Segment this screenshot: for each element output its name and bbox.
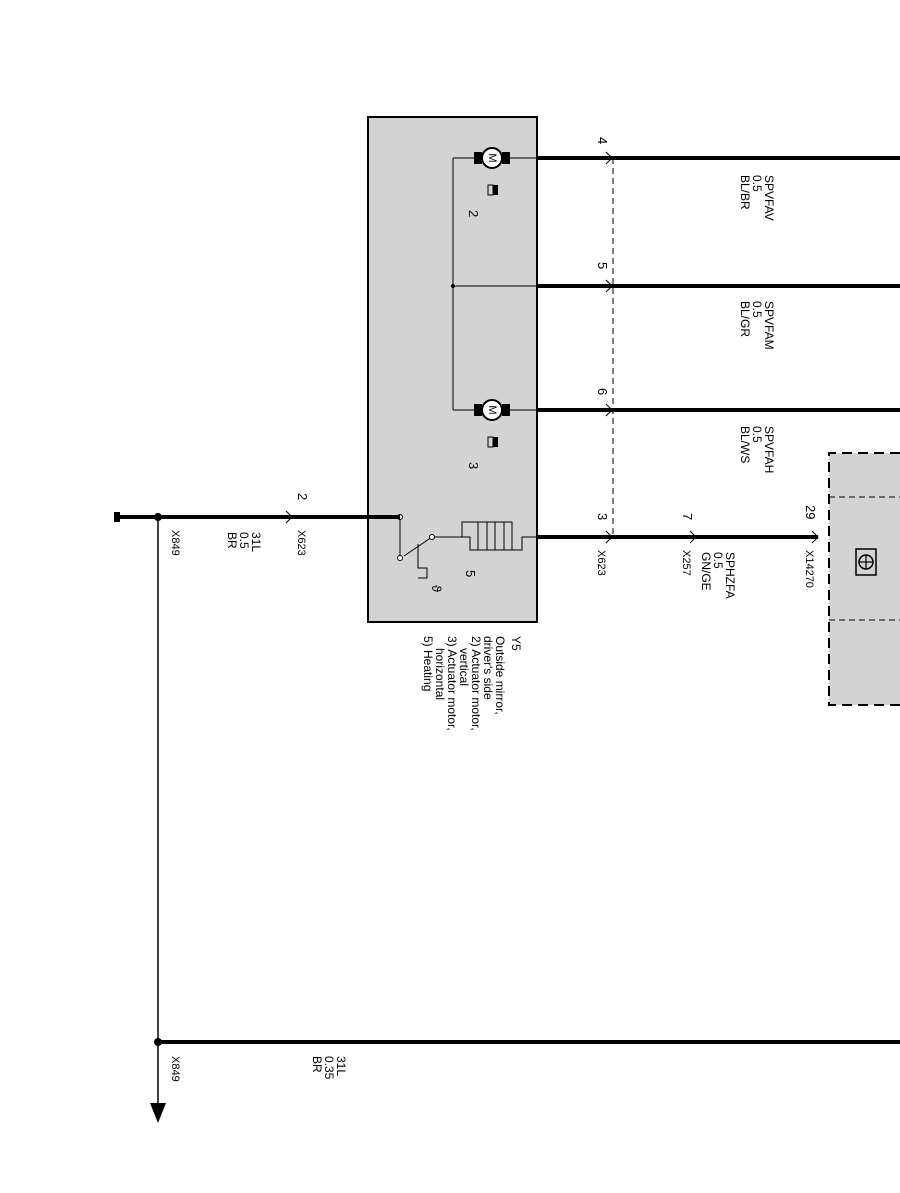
heater-number: 5 bbox=[463, 570, 478, 577]
svg-text:SPVFAH: SPVFAH bbox=[762, 426, 776, 473]
ground-wire-label: 31L 0.5 BR bbox=[225, 532, 263, 552]
svg-text:0.5: 0.5 bbox=[750, 301, 764, 318]
svg-text:0.5: 0.5 bbox=[711, 552, 725, 569]
svg-text:driver's side: driver's side bbox=[481, 636, 495, 700]
pin-3-number: 3 bbox=[595, 513, 610, 520]
bottom-wire-label: 31L 0.35 BR bbox=[310, 1056, 348, 1080]
svg-text:SPVFAM: SPVFAM bbox=[762, 301, 776, 350]
svg-text:0.35: 0.35 bbox=[322, 1056, 336, 1080]
pin-2-number: 2 bbox=[295, 493, 310, 500]
pin-5-number: 5 bbox=[595, 262, 610, 269]
svg-text:31L: 31L bbox=[334, 1056, 348, 1076]
svg-text:3) Actuator motor,: 3) Actuator motor, bbox=[445, 636, 459, 731]
pin-6-number: 6 bbox=[595, 388, 610, 395]
svg-text:Outside mirror,: Outside mirror, bbox=[493, 636, 507, 715]
motor-3-label: M bbox=[486, 405, 498, 414]
svg-text:GN/GE: GN/GE bbox=[699, 552, 713, 591]
svg-text:31L: 31L bbox=[249, 532, 263, 552]
thermostat-symbol: ϑ bbox=[429, 585, 444, 593]
svg-text:5) Heating: 5) Heating bbox=[421, 636, 435, 691]
svg-text:vertical: vertical bbox=[457, 648, 471, 686]
motor-2-number: 2 bbox=[466, 210, 481, 217]
svg-text:2) Actuator motor,: 2) Actuator motor, bbox=[469, 636, 483, 731]
connector-x623-right: X623 bbox=[595, 550, 607, 576]
svg-text:horizontal: horizontal bbox=[433, 648, 447, 700]
svg-text:SPVFAV: SPVFAV bbox=[762, 175, 776, 221]
svg-text:0.5: 0.5 bbox=[750, 426, 764, 443]
svg-text:0.5: 0.5 bbox=[750, 175, 764, 192]
svg-text:BL/WS: BL/WS bbox=[738, 426, 752, 463]
pin-4-number: 4 bbox=[595, 137, 610, 144]
svg-text:SPHZFA: SPHZFA bbox=[723, 552, 737, 599]
control-unit-symbol-icon bbox=[855, 548, 877, 576]
splice-x849-label-bottom: X849 bbox=[169, 1056, 181, 1082]
motor-2-symbol: M bbox=[474, 147, 537, 196]
arrow-down-icon bbox=[150, 1103, 166, 1123]
svg-text:BR: BR bbox=[225, 532, 239, 549]
connector-x257: X257 bbox=[680, 550, 692, 576]
component-y5-description: Y5 Outside mirror, driver's side 2) Actu… bbox=[421, 636, 523, 731]
connector-x623-left: X623 bbox=[295, 530, 307, 556]
pin-7-number: 7 bbox=[680, 513, 695, 520]
motor-2-label: M bbox=[486, 153, 498, 162]
motor-3-number: 3 bbox=[466, 462, 481, 469]
svg-text:0.5: 0.5 bbox=[237, 532, 251, 549]
heater-wire-label: SPHZFA 0.5 GN/GE bbox=[699, 552, 737, 599]
svg-text:BL/GR: BL/GR bbox=[738, 301, 752, 337]
wire-4-label: SPVFAV 0.5 BL/BR bbox=[738, 175, 776, 221]
wire-6-label: SPVFAH 0.5 BL/WS bbox=[738, 426, 776, 473]
svg-text:BR: BR bbox=[310, 1056, 324, 1073]
pin-29-number: 29 bbox=[803, 505, 818, 519]
heater-element bbox=[461, 521, 537, 551]
splice-x849-label-top: X849 bbox=[169, 530, 181, 556]
control-unit-box bbox=[829, 453, 900, 705]
connector-x14270: X14270 bbox=[803, 550, 815, 588]
component-y5-id: Y5 bbox=[509, 636, 523, 651]
motor-3-symbol: M bbox=[474, 399, 537, 448]
thermostat-switch bbox=[397, 534, 435, 579]
svg-text:BL/BR: BL/BR bbox=[738, 175, 752, 210]
wire-5-label: SPVFAM 0.5 BL/GR bbox=[738, 301, 776, 350]
